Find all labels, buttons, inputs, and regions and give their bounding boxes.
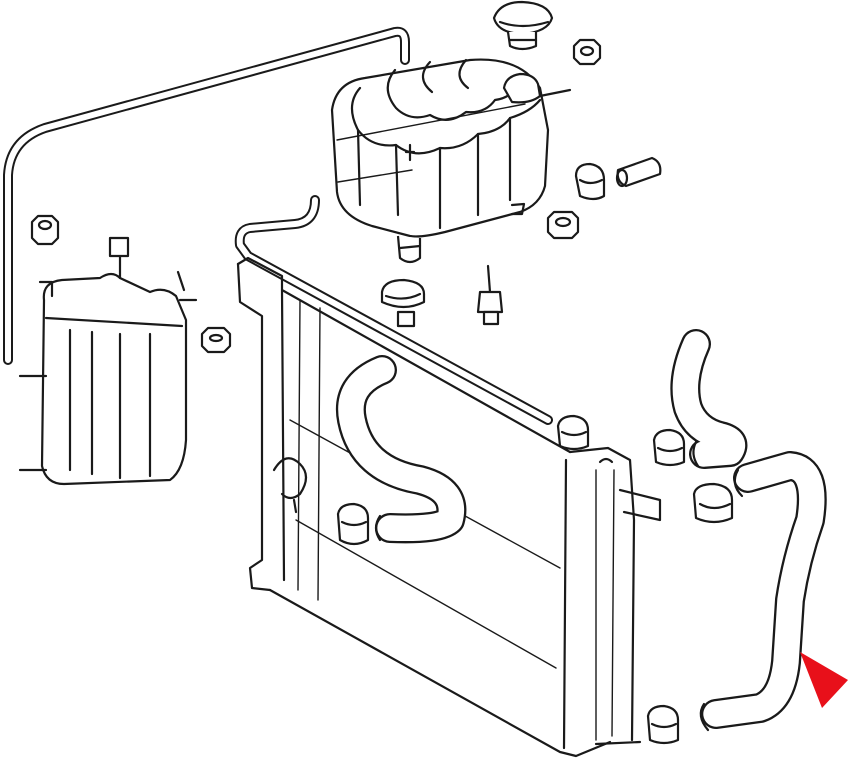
clamp-d: [336, 502, 370, 546]
nut-tank-right: [200, 326, 232, 354]
overflow-line: [3, 26, 410, 365]
clamp-bracket-left: [272, 457, 308, 514]
temperature-sensor: [476, 264, 504, 326]
hose-stub: [615, 156, 662, 188]
clamp-a: [556, 414, 590, 451]
reservoir-cap: [492, 0, 554, 51]
nut-left: [30, 214, 60, 246]
nut-mid-right: [546, 210, 580, 240]
auxiliary-tank: [18, 236, 198, 486]
pointer-arrow-icon: [800, 652, 848, 708]
radiator: [236, 256, 662, 758]
clamp-b: [652, 428, 686, 467]
lower-hose: [699, 451, 827, 732]
clamp-reservoir: [574, 162, 606, 201]
vent-pipe: [234, 195, 553, 425]
bypass-hose: [670, 329, 748, 469]
clamp-c: [692, 482, 734, 524]
expansion-reservoir: [330, 58, 572, 264]
clamp-e: [646, 704, 680, 745]
nut-top-right: [572, 38, 602, 66]
clamp-lower-outlet: [380, 278, 426, 328]
upper-hose: [335, 355, 467, 544]
